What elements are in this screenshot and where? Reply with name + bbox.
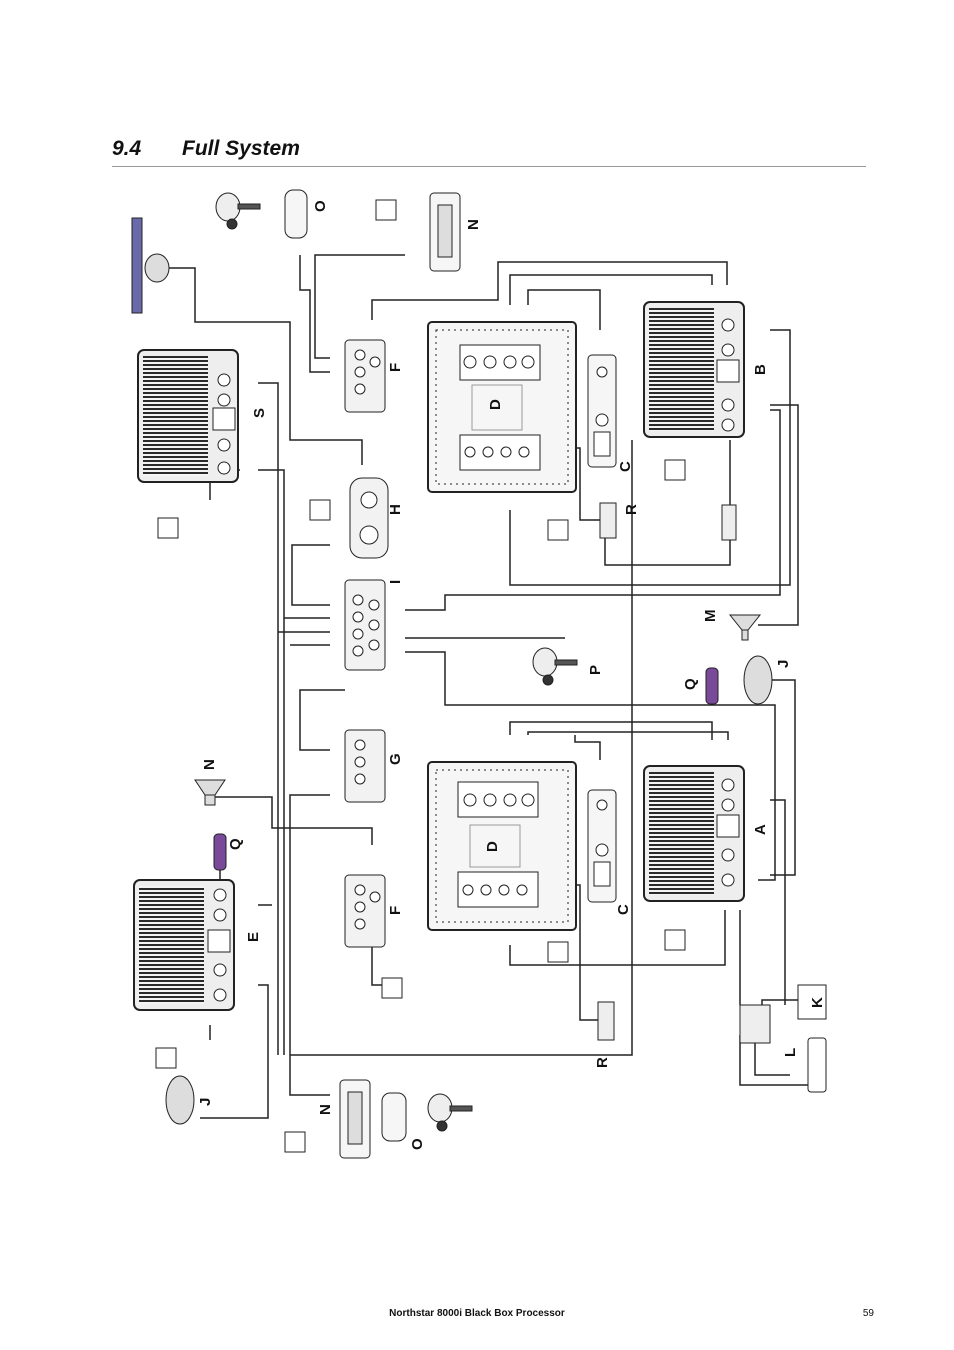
display-b bbox=[643, 301, 745, 438]
section-title: Full System bbox=[182, 137, 300, 160]
label-f-upper: F bbox=[387, 363, 404, 372]
module-k bbox=[797, 984, 827, 1020]
label-p: P bbox=[587, 665, 604, 675]
sensor-inline bbox=[721, 504, 737, 541]
label-a: A bbox=[752, 824, 769, 835]
label-f-lower: F bbox=[387, 906, 404, 915]
power-fuse-icons bbox=[155, 199, 686, 1153]
label-c-upper: C bbox=[617, 461, 634, 472]
label-d-upper: D bbox=[487, 399, 504, 410]
radio-n-upper bbox=[429, 192, 461, 272]
label-n-upper: N bbox=[465, 219, 482, 230]
label-c-lower: C bbox=[615, 904, 632, 915]
label-h: H bbox=[387, 504, 404, 515]
label-n-lower: N bbox=[317, 1104, 334, 1115]
label-q-left: Q bbox=[227, 838, 244, 850]
junction-i bbox=[344, 579, 386, 671]
label-d-lower: D bbox=[484, 841, 501, 852]
label-e: E bbox=[245, 932, 262, 942]
label-r-lower: R bbox=[594, 1057, 611, 1068]
keypad-c-lower bbox=[587, 789, 617, 903]
gps-j-right bbox=[743, 655, 773, 705]
keypad-c-upper bbox=[587, 354, 617, 468]
usb-q-right bbox=[705, 667, 719, 705]
speaker-m bbox=[728, 614, 762, 641]
gps-j-left bbox=[165, 1075, 195, 1125]
radio-n-lower bbox=[339, 1079, 371, 1159]
label-r-upper: R bbox=[623, 504, 640, 515]
label-j-left: J bbox=[197, 1098, 214, 1106]
antenna-upper-left bbox=[131, 217, 170, 314]
module-o-lower bbox=[381, 1092, 407, 1142]
footer-document-title: Northstar 8000i Black Box Processor bbox=[389, 1308, 565, 1319]
module-h bbox=[349, 477, 389, 559]
camera-o-lower bbox=[427, 1093, 473, 1132]
label-o-lower: O bbox=[409, 1138, 426, 1150]
sensor-r-upper bbox=[599, 502, 617, 539]
camera-o-upper bbox=[215, 192, 261, 230]
display-e bbox=[133, 879, 235, 1011]
label-k: K bbox=[809, 997, 826, 1008]
usb-q-left bbox=[213, 833, 227, 871]
label-s: S bbox=[251, 408, 268, 418]
label-i: I bbox=[387, 580, 404, 584]
display-a bbox=[643, 765, 745, 902]
label-b: B bbox=[752, 364, 769, 375]
label-j-right: J bbox=[775, 660, 792, 668]
junction-f-lower bbox=[344, 874, 386, 948]
footer-page-number: 59 bbox=[862, 1308, 874, 1319]
label-g: G bbox=[387, 753, 404, 765]
label-o-upper: O bbox=[312, 200, 329, 212]
sensor-r-lower bbox=[597, 1001, 615, 1041]
label-q-right: Q bbox=[682, 678, 699, 690]
label-m: M bbox=[702, 610, 719, 623]
camera-p bbox=[532, 647, 578, 686]
label-n-left: N bbox=[201, 759, 218, 770]
section-number: 9.4 bbox=[112, 137, 142, 160]
component-labels: A B C C D D E F F G H I J J K L M N N N … bbox=[197, 200, 826, 1150]
display-s bbox=[137, 349, 239, 483]
terminal-block bbox=[739, 1004, 771, 1044]
module-o-upper bbox=[284, 189, 308, 239]
processor-d-lower bbox=[427, 761, 577, 931]
processor-d-upper bbox=[427, 321, 577, 493]
module-l bbox=[807, 1037, 827, 1093]
wiring bbox=[167, 254, 808, 1119]
junction-f-upper bbox=[344, 339, 386, 413]
junction-g bbox=[344, 729, 386, 803]
label-l: L bbox=[782, 1048, 799, 1057]
speaker-n bbox=[194, 779, 226, 806]
section-divider bbox=[112, 166, 866, 167]
